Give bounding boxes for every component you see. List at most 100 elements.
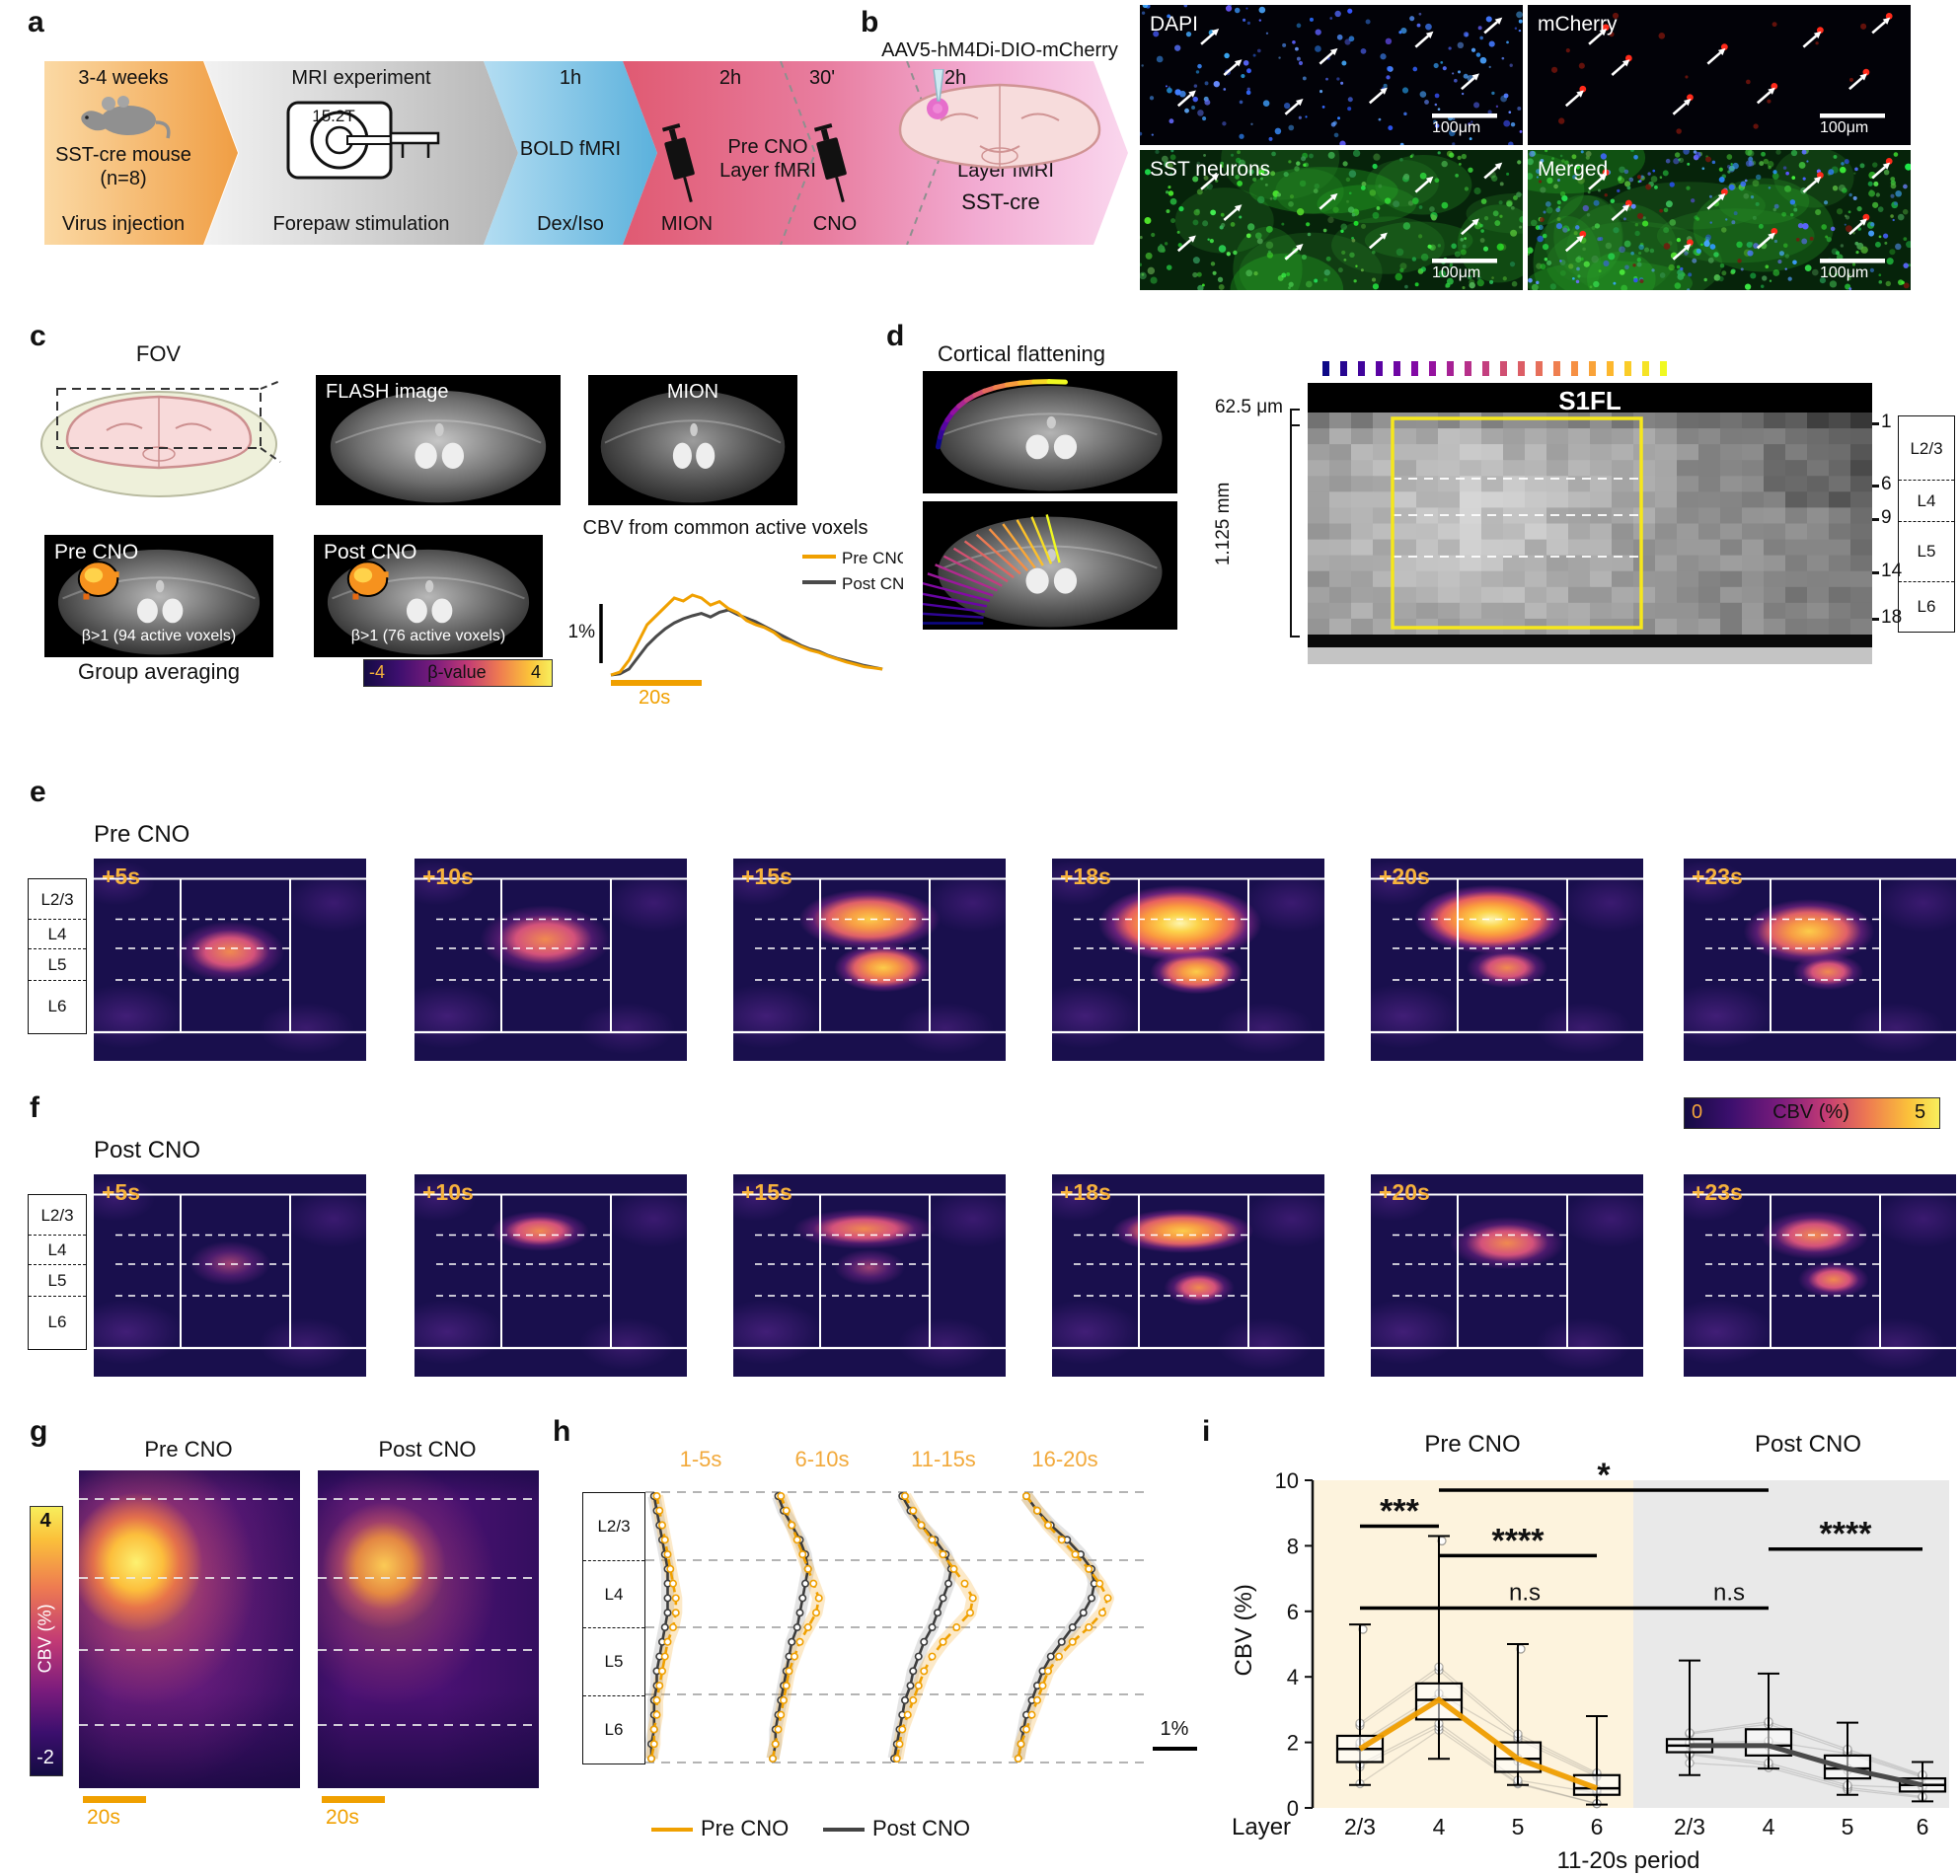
layer-label: L4 <box>47 1239 67 1259</box>
roi-overlay <box>415 1174 687 1377</box>
scale-bar-label: 100μm <box>1432 119 1481 136</box>
syringe-icon <box>813 123 847 203</box>
heatmap-post-4: +18s <box>1052 1174 1324 1377</box>
s1fl-map <box>1308 383 1873 664</box>
depth-colormap-tick <box>1394 361 1400 376</box>
svg-text:5: 5 <box>1842 1814 1854 1839</box>
roi-overlay <box>1371 1174 1643 1377</box>
scale-bar-label: 100μm <box>1820 119 1869 136</box>
step4-line1: Pre CNO <box>727 136 808 158</box>
heatmap-pre-2: +10s <box>415 859 687 1061</box>
heatmap-pre-3: +15s <box>733 859 1006 1061</box>
depth-colormap-tick <box>1589 361 1596 376</box>
grid-overlay <box>79 1470 300 1788</box>
slice-tick-mark <box>1872 571 1879 574</box>
beta-colorbar <box>363 659 553 687</box>
slice-tick-mark <box>1872 518 1879 521</box>
svg-text:2/3: 2/3 <box>1674 1814 1705 1839</box>
step5-duration: 30' <box>808 67 836 89</box>
beta-colorbar-label: β-value <box>427 662 487 682</box>
layer-label: L6 <box>1917 596 1936 616</box>
roi-overlay <box>1684 1174 1956 1377</box>
step5-caption: CNO <box>812 213 858 235</box>
step1-line2: (n=8) <box>100 168 147 189</box>
depth-colormap-tick <box>1500 361 1507 376</box>
g-post-stim-label: 20s <box>326 1806 359 1829</box>
pre-cno-map-caption: β>1 (94 active voxels) <box>81 628 237 644</box>
post-cno-activation-map <box>314 535 543 657</box>
svg-text:n.s: n.s <box>1713 1579 1745 1606</box>
timestamp-label: +18s <box>1060 863 1111 889</box>
beta-colorbar-min: -4 <box>369 662 386 682</box>
micro-image-label: DAPI <box>1150 13 1199 36</box>
step4-duration: 2h <box>718 67 742 89</box>
panel-label-c: c <box>30 320 46 352</box>
step2-title: MRI experiment <box>291 67 431 89</box>
panel-label-f: f <box>30 1091 39 1124</box>
depth-colormap-tick <box>1624 361 1631 376</box>
cbv-colorbar-min: 0 <box>1692 1101 1703 1123</box>
time-window-label: 16-20s <box>1031 1447 1098 1471</box>
slice-tick-label: 9 <box>1881 507 1892 528</box>
mion-image-label: MION <box>666 381 719 403</box>
roi-overlay <box>733 859 1006 1061</box>
i-xlabel: Layer <box>1232 1814 1292 1840</box>
timestamp-label: +20s <box>1379 1179 1430 1205</box>
layer-label: L5 <box>47 1270 67 1290</box>
time-window-label: 1-5s <box>679 1447 722 1471</box>
depth-colormap-tick <box>1536 361 1543 376</box>
g-pre-title: Pre CNO <box>144 1437 233 1462</box>
roi-overlay <box>1684 859 1956 1061</box>
step1-line1: SST-cre mouse <box>55 144 191 166</box>
panel-label-b: b <box>861 6 879 38</box>
step6-duration: 2h <box>943 67 967 89</box>
field-strength: 15.2T <box>312 107 355 125</box>
timestamp-label: +10s <box>422 1179 474 1205</box>
i-post-title: Post CNO <box>1754 1431 1862 1458</box>
timestamp-label: +23s <box>1692 1179 1743 1205</box>
depth-time-map-post <box>318 1470 539 1788</box>
slice-tick-mark <box>1872 485 1879 488</box>
svg-text:1%: 1% <box>568 622 596 642</box>
depth-colormap-tick <box>1376 361 1383 376</box>
scale-bar-label: 100μm <box>1820 264 1869 281</box>
depth-bracket-large <box>1290 424 1300 638</box>
time-window-label: 11-15s <box>911 1447 976 1471</box>
layer-label: L2/3 <box>597 1517 631 1537</box>
svg-text:2: 2 <box>1287 1731 1299 1756</box>
svg-text:10: 10 <box>1275 1468 1299 1493</box>
timestamp-label: +5s <box>102 863 141 889</box>
cortical-depth-label: 1.125 mm <box>1213 482 1235 566</box>
beta-colorbar-max: 4 <box>531 662 542 682</box>
depth-colormap-tick <box>1447 361 1454 376</box>
layer-divider <box>29 947 86 949</box>
brain-slice-injection-diagram <box>898 69 1101 170</box>
i-period-label: 11-20s period <box>1556 1847 1700 1874</box>
g-post-stim-bar <box>322 1796 385 1803</box>
step2-caption: Forepaw stimulation <box>272 213 450 235</box>
syringe-icon <box>661 123 695 203</box>
s1fl-title: S1FL <box>1558 386 1621 415</box>
layer-label: L6 <box>47 1313 67 1332</box>
layer-divider <box>29 1295 86 1297</box>
layer-divider <box>583 1694 644 1696</box>
step4-line2: Layer fMRI <box>719 160 816 182</box>
depth-colormap-tick <box>1571 361 1578 376</box>
group-averaging-label: Group averaging <box>78 659 240 684</box>
layer-label: L5 <box>47 954 67 974</box>
svg-text:6: 6 <box>1591 1814 1604 1839</box>
svg-text:*: * <box>1597 1457 1611 1494</box>
g-pre-stim-label: 20s <box>87 1806 120 1829</box>
flash-image-label: FLASH image <box>326 381 449 403</box>
scale-bar-label: 100μm <box>1432 264 1481 281</box>
svg-text:4: 4 <box>1287 1665 1299 1689</box>
panel-label-h: h <box>553 1415 571 1448</box>
roi-overlay <box>1371 859 1643 1061</box>
post-cno-row-title: Post CNO <box>94 1137 201 1163</box>
